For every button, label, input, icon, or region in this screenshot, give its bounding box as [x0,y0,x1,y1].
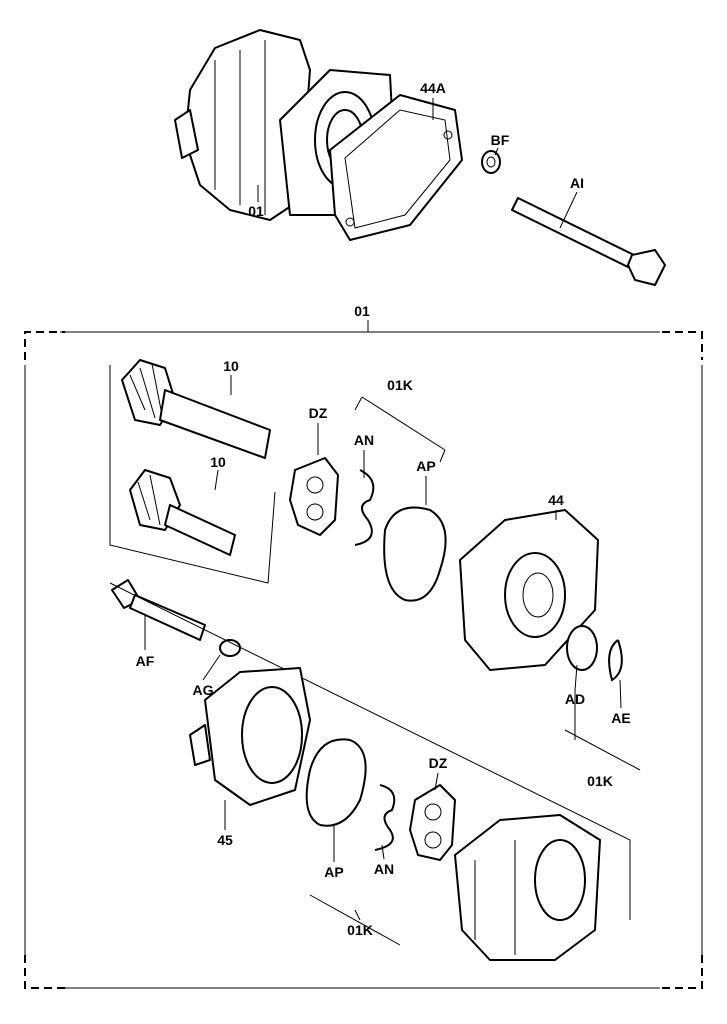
washer-BF [481,150,501,174]
label-AE: AE [611,710,631,726]
label-44A: 44A [420,80,446,96]
washer-AG [219,639,241,657]
gasket-44A [329,94,463,241]
label-DZ-lower: DZ [428,755,448,771]
rear-body-45 [189,667,311,806]
label-AF: AF [135,653,155,669]
label-01K-upper: 01K [387,377,413,393]
label-AN-upper: AN [353,432,375,448]
seal-AP-lower [305,738,367,827]
gear-shaft-10-upper [121,359,271,459]
label-AG: AG [192,682,214,698]
plate-DZ-lower [409,784,456,861]
shaft-AF [111,579,206,641]
label-10-lower: 10 [210,454,226,470]
gear-housing [454,814,601,961]
label-45: 45 [217,832,233,848]
label-01K-bottom: 01K [347,922,373,938]
plate-DZ-upper [289,457,339,536]
label-DZ-upper: DZ [308,405,328,421]
front-cover-44 [459,509,599,671]
label-01K-right: 01K [587,773,613,789]
label-AP-lower: AP [324,864,344,880]
gear-shaft-10-lower [129,469,236,556]
label-44: 44 [548,492,564,508]
bolt-AI [511,197,666,286]
label-AD: AD [564,691,586,707]
seal-AN-upper [354,469,375,546]
seal-AD [566,625,598,671]
seal-AN-lower [374,784,396,851]
label-10-upper: 10 [223,358,239,374]
label-AN-lower: AN [373,861,395,877]
label-BF: BF [490,132,510,148]
label-01-assembly: 01 [248,203,264,219]
label-AI: AI [570,175,584,191]
assembly-frame [24,320,703,989]
label-AP-upper: AP [416,458,436,474]
label-01-frame: 01 [354,303,370,319]
ring-AE [608,639,623,682]
seal-AP-upper [383,506,447,602]
